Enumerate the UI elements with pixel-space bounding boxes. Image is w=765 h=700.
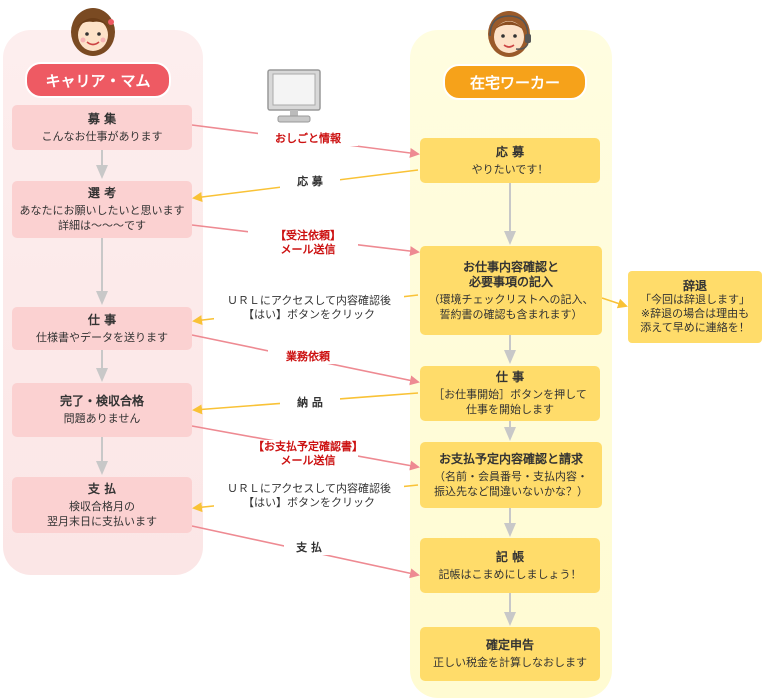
step-text: こんなお仕事があります xyxy=(41,129,163,143)
step-text: 詳細は〜〜〜です xyxy=(58,219,146,232)
label-delivery: 納 品 xyxy=(280,396,340,410)
left-step-payment: 支 払 検収合格月の 翌月末日に支払います xyxy=(12,477,192,533)
decline-text: 「今回は辞退します」 xyxy=(640,293,750,306)
step-title: 仕 事 xyxy=(495,370,525,384)
arrow-decline xyxy=(601,297,628,309)
right-step-tax-return: 確定申告 正しい税金を計算しなおします xyxy=(420,627,600,681)
left-step-selection: 選 考 あなたにお願いしたいと思います 詳細は〜〜〜です xyxy=(12,181,192,238)
step-text: ［お仕事開始］ボタンを押して xyxy=(433,388,587,401)
step-title-2: 必要事項の記入 xyxy=(468,274,553,289)
headset-avatar-icon xyxy=(488,11,531,57)
right-step-work: 仕 事 ［お仕事開始］ボタンを押して 仕事を開始します xyxy=(420,366,600,421)
step-title: 応 募 xyxy=(495,144,525,159)
label-apply: 応 募 xyxy=(280,175,340,189)
step-text: 仕事を開始します xyxy=(466,403,554,416)
label-pay-notice-1: 【お支払予定確認書】 xyxy=(238,440,378,454)
step-title: 支 払 xyxy=(87,481,117,496)
label-work-request: 業務依頼 xyxy=(268,350,348,364)
female-avatar-icon xyxy=(71,8,115,56)
label-job-info: おしごと情報 xyxy=(258,132,358,146)
label-pay-notice-2: メール送信 xyxy=(258,454,358,468)
label-access-1a: ＵＲＬにアクセスして内容確認後 xyxy=(214,294,404,308)
right-step-bookkeeping: 記 帳 記帳はこまめにしましょう！ xyxy=(420,538,600,593)
label-access-2b: 【はい】ボタンをクリック xyxy=(214,496,404,510)
left-step-completion: 完了・検収合格 問題ありません xyxy=(12,383,192,437)
step-text: やりたいです！ xyxy=(471,162,549,176)
decline-text: ※辞退の場合は理由も xyxy=(640,307,750,320)
computer-monitor-icon xyxy=(267,69,321,123)
step-title: 記 帳 xyxy=(495,549,525,564)
label-order-2: メール送信 xyxy=(258,243,358,257)
step-text: 記帳はこまめにしましょう！ xyxy=(438,567,582,581)
label-access-1b: 【はい】ボタンをクリック xyxy=(214,308,404,322)
step-title: お仕事内容確認と xyxy=(462,259,559,274)
right-step-invoice: お支払予定内容確認と請求 （名前・会員番号・支払内容・ 振込先など間違いないかな… xyxy=(420,442,602,508)
home-worker-title: 在宅ワーカー xyxy=(443,64,587,100)
step-text: （名前・会員番号・支払内容・ xyxy=(434,469,588,483)
step-title: お支払予定内容確認と請求 xyxy=(438,451,583,466)
label-payment: 支 払 xyxy=(284,541,334,555)
step-text: 検収合格月の xyxy=(69,499,135,513)
decline-note: 辞退 「今回は辞退します」 ※辞退の場合は理由も 添えて早めに連絡を！ xyxy=(628,271,762,343)
right-step-confirm: お仕事内容確認と 必要事項の記入 （環境チェックリストへの記入、 誓約書の確認も… xyxy=(420,246,602,335)
step-text: あなたにお願いしたいと思います xyxy=(19,204,185,217)
step-title: 仕 事 xyxy=(87,312,117,327)
career-mom-title: キャリア・マム xyxy=(25,62,171,98)
step-text: 翌月末日に支払います xyxy=(47,514,157,528)
step-title: 募 集 xyxy=(87,111,117,126)
decline-text: 添えて早めに連絡を！ xyxy=(640,321,750,334)
step-title: 選 考 xyxy=(87,186,117,200)
left-step-work: 仕 事 仕様書やデータを送ります xyxy=(12,307,192,350)
step-text: 正しい税金を計算しなおします xyxy=(433,656,587,669)
step-text: 問題ありません xyxy=(63,412,141,425)
step-text: （環境チェックリストへの記入、 xyxy=(428,292,594,306)
step-title: 完了・検収合格 xyxy=(59,394,144,408)
left-step-recruit: 募 集 こんなお仕事があります xyxy=(12,105,192,150)
label-order-1: 【受注依頼】 xyxy=(248,229,368,243)
right-step-apply: 応 募 やりたいです！ xyxy=(420,138,600,183)
step-text: 振込先など間違いないかな？） xyxy=(434,484,588,498)
decline-title: 辞退 xyxy=(682,279,707,293)
step-title: 確定申告 xyxy=(485,638,534,652)
step-text: 仕様書やデータを送ります xyxy=(36,330,168,344)
label-access-2a: ＵＲＬにアクセスして内容確認後 xyxy=(214,482,404,496)
step-text: 誓約書の確認も含まれます） xyxy=(439,307,583,321)
